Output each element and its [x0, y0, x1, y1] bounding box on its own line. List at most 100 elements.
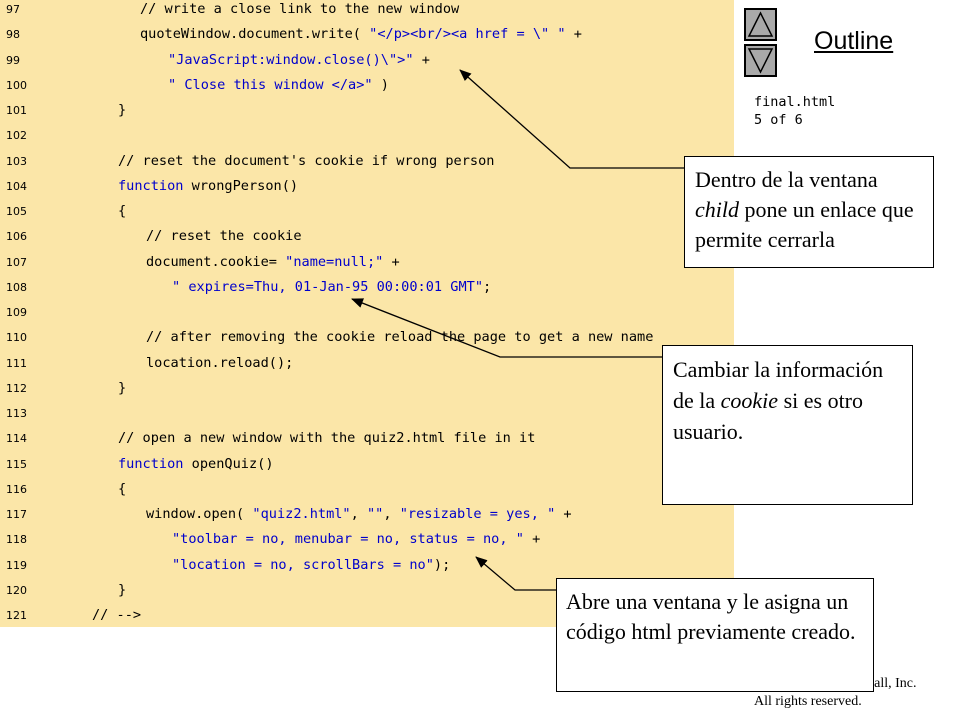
code-token: "name=null;"	[285, 253, 384, 270]
code-token: // after removing the cookie reload the …	[146, 329, 654, 346]
code-token: "</p><br/><a href = \" "	[369, 26, 566, 43]
code-token: // open a new window with the quiz2.html…	[118, 430, 536, 447]
code-token: }	[118, 102, 127, 118]
code-text: function wrongPerson()	[118, 174, 298, 199]
code-text: {	[118, 477, 126, 502]
arrow-cookie	[351, 298, 662, 358]
rights-text: All rights reserved.	[754, 694, 862, 709]
code-token: "toolbar = no, menubar = no, status = no…	[172, 531, 524, 548]
code-text: location.reload();	[146, 351, 293, 376]
code-token: // reset the cookie	[146, 228, 302, 245]
code-line: 99 "JavaScript:window.close()\">" +	[0, 48, 734, 73]
code-line: 103// reset the document's cookie if wro…	[0, 149, 734, 174]
code-line: 104 function wrongPerson()	[0, 174, 734, 199]
file-info: final.html 5 of 6	[754, 93, 835, 129]
triangle-down-icon	[747, 48, 774, 74]
code-token: );	[433, 556, 451, 573]
code-line: 112}	[0, 376, 734, 401]
line-number: 98	[6, 28, 20, 42]
callout-text: Abre una ventana y le asigna un código h…	[566, 587, 864, 647]
code-line: 101}	[0, 98, 734, 123]
file-name: final.html	[754, 94, 836, 110]
code-line: 109	[0, 300, 734, 325]
code-token: // write a close link to the new window	[140, 1, 460, 17]
code-line: 121 // -->	[0, 603, 734, 628]
previous-slide-button[interactable]	[744, 8, 777, 41]
code-text: }	[118, 376, 126, 401]
line-number: 118	[6, 533, 27, 547]
code-token: +	[383, 253, 400, 270]
code-token: {	[118, 480, 127, 497]
next-slide-button[interactable]	[744, 44, 777, 77]
code-line: 100" Close this window </a>" )	[0, 73, 734, 98]
callout-emphasis: cookie	[720, 388, 779, 413]
code-line: 110 // after removing the cookie reload t…	[0, 325, 734, 350]
code-token: "location = no, scrollBars = no"	[172, 556, 434, 573]
code-token: }	[118, 379, 127, 396]
callout-text: Cambiar la información de la cookie si e…	[673, 354, 902, 447]
code-token: "quiz2.html"	[252, 506, 351, 522]
code-text: {	[118, 199, 126, 224]
arrow-open-window	[475, 556, 556, 591]
line-number: 105	[6, 205, 27, 218]
code-line: 118 "toolbar = no, menubar = no, status =…	[0, 527, 734, 552]
code-token: +	[555, 506, 572, 522]
code-line: 98 quoteWindow.document.write( "</p><br/>…	[0, 22, 734, 47]
line-number: 120	[6, 583, 27, 597]
code-line: 120}	[0, 578, 734, 603]
line-number: 103	[6, 154, 27, 168]
code-token: " expires=Thu, 01-Jan-95 00:00:01 GMT"	[172, 278, 483, 295]
code-token: +	[523, 531, 541, 548]
line-number: 113	[6, 407, 27, 420]
code-token: ,	[350, 506, 367, 522]
code-text: quoteWindow.document.write( "</p><br/><a…	[140, 22, 582, 47]
code-text: "location = no, scrollBars = no");	[172, 553, 450, 578]
code-text: // write a close link to the new window	[140, 0, 459, 22]
code-token: // -->	[92, 607, 142, 623]
page-indicator: 5 of 6	[754, 112, 803, 128]
code-text: window.open( "quiz2.html", "", "resizabl…	[146, 502, 572, 527]
code-token: +	[413, 51, 430, 68]
code-line: 116{	[0, 477, 734, 502]
code-token: window.open(	[146, 506, 253, 522]
callout-text-run: si es otro usuario.	[673, 388, 864, 444]
code-line: 113	[0, 401, 734, 426]
line-number: 108	[6, 280, 27, 294]
code-line: 108 " expires=Thu, 01-Jan-95 00:00:01 GMT…	[0, 275, 734, 300]
line-number: 121	[6, 609, 27, 622]
code-token: location.reload();	[146, 354, 294, 371]
line-number: 102	[6, 129, 27, 143]
code-token: +	[565, 26, 582, 43]
callout-text-run: Cambiar la información de la	[673, 357, 884, 413]
line-number: 100	[6, 78, 27, 92]
code-token: ""	[367, 506, 384, 522]
code-token: function	[118, 177, 184, 194]
code-line: 111 location.reload();	[0, 351, 734, 376]
code-text: "JavaScript:window.close()\">" +	[168, 48, 430, 73]
code-text: "toolbar = no, menubar = no, status = no…	[172, 527, 540, 552]
callout-text: Dentro de la ventana child pone un enlac…	[695, 165, 923, 255]
outline-link[interactable]: Outline	[814, 27, 894, 55]
line-number: 111	[6, 356, 27, 370]
code-token: "JavaScript:window.close()\">"	[168, 51, 414, 68]
line-number: 109	[6, 306, 27, 319]
callout-emphasis: child	[695, 197, 739, 222]
line-number: 110	[6, 331, 27, 345]
code-token: }	[118, 581, 127, 598]
line-number: 104	[6, 179, 27, 193]
copyright-text: Hall, Inc.	[864, 676, 917, 691]
code-text: // reset the cookie	[146, 224, 302, 249]
code-token: function	[118, 455, 184, 472]
code-text: document.cookie= "name=null;" +	[146, 250, 400, 275]
callout-text-run: pone un enlace que permite cerrarla	[695, 197, 914, 252]
callout-text-run: Abre una ventana y le asigna un código h…	[566, 589, 856, 644]
line-number: 112	[6, 381, 27, 395]
arrow-close-link	[459, 69, 684, 169]
line-number: 114	[6, 432, 27, 446]
code-line: 114 // open a new window with the quiz2.h…	[0, 426, 734, 451]
line-number: 99	[6, 53, 20, 67]
